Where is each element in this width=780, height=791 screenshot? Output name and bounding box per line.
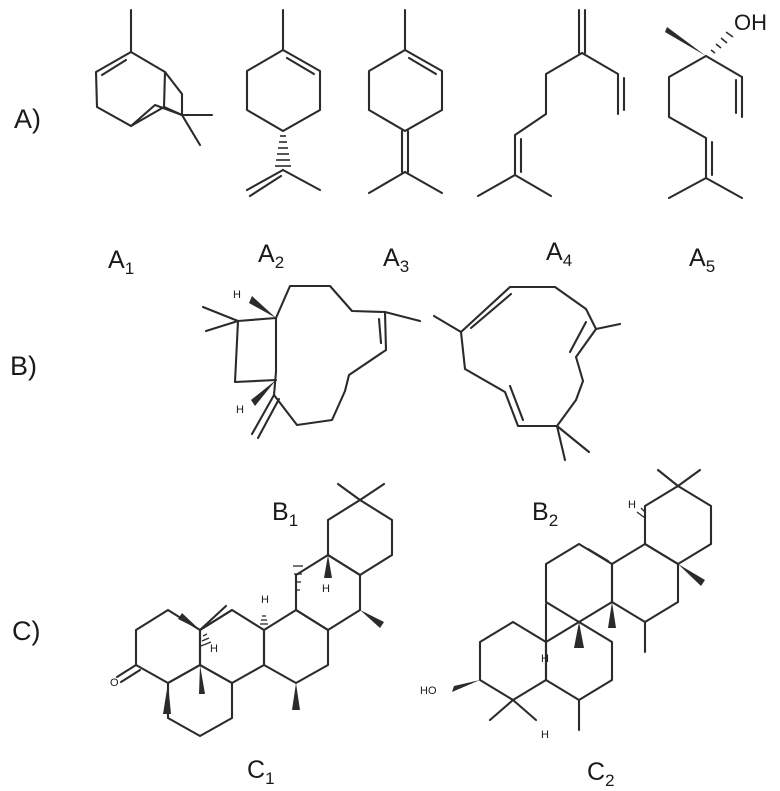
h-label-c1-a: H	[210, 643, 218, 655]
h-label-c2-a: H	[628, 499, 636, 511]
structure-a5: OH	[665, 10, 767, 200]
structure-a2	[245, 8, 322, 198]
structure-b2	[432, 285, 622, 462]
row-label-b: B)	[10, 351, 37, 381]
caption-a5: A5	[689, 244, 715, 276]
row-label-a: A)	[14, 104, 41, 134]
caption-c1: C1	[247, 756, 275, 788]
h-label-b1-bottom: H	[236, 404, 244, 416]
o-label-c1: O	[110, 677, 119, 689]
structure-c1: O H H H	[110, 482, 394, 738]
caption-b2: B2	[532, 498, 558, 530]
caption-a3: A3	[383, 244, 409, 276]
h-label-c2-c: H	[541, 729, 549, 741]
h-label-b1-top: H	[233, 289, 241, 301]
caption-a1: A1	[108, 246, 134, 278]
structure-a3	[367, 8, 444, 195]
caption-a4: A4	[546, 238, 572, 270]
caption-a2: A2	[258, 240, 284, 272]
oh-label: OH	[734, 10, 767, 35]
structure-c2: HO H H H	[420, 468, 713, 741]
structure-a4	[476, 8, 626, 198]
caption-b1: B1	[272, 498, 298, 530]
caption-c2: C2	[587, 758, 615, 790]
h-label-c1-b: H	[261, 594, 269, 606]
structure-a1	[94, 8, 214, 147]
h-label-c1-c: H	[322, 583, 330, 595]
structure-b1: H H	[201, 284, 422, 440]
row-label-c: C)	[12, 616, 41, 646]
ho-label-c2: HO	[420, 685, 437, 697]
h-label-c2-b: H	[541, 653, 549, 665]
